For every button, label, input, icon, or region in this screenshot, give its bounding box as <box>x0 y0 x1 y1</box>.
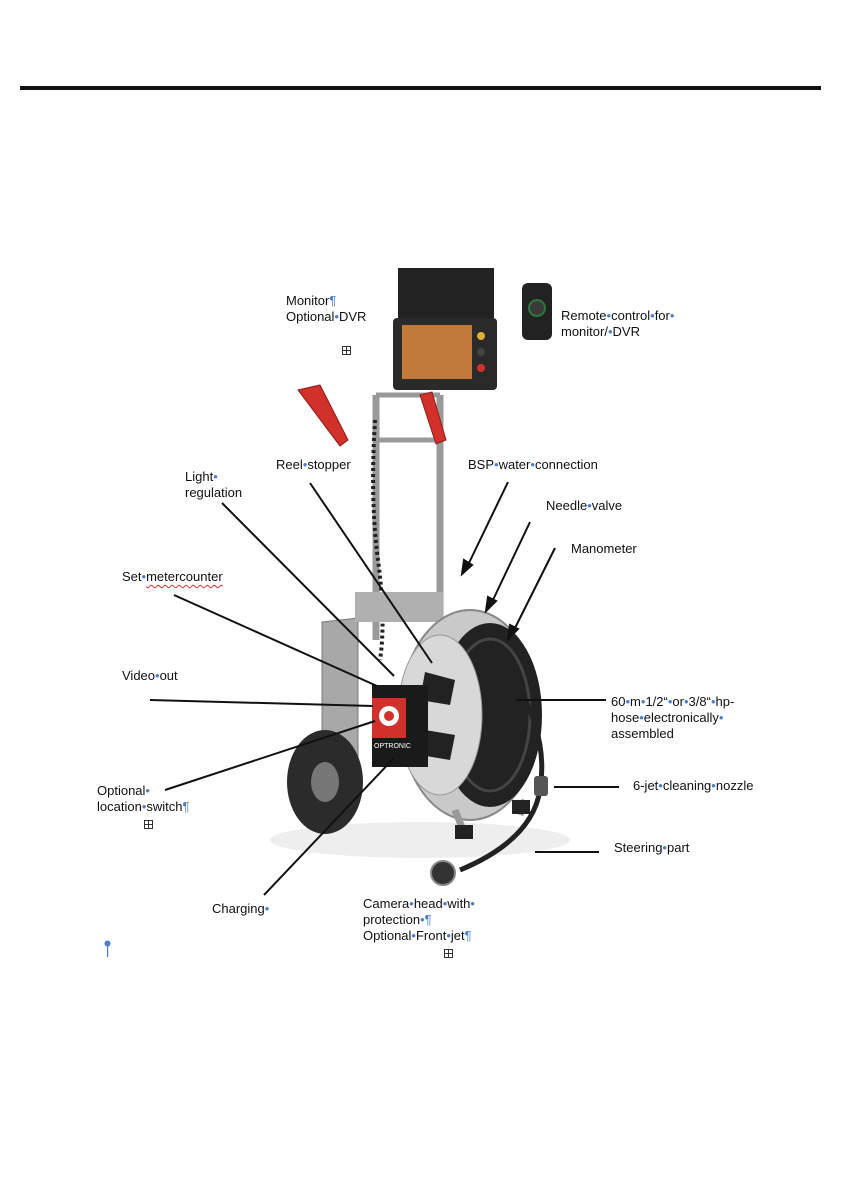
label-manometer: Manometer <box>571 541 637 556</box>
expand-icon[interactable] <box>144 820 153 829</box>
label-set-metercounter: Set•metercounter <box>122 569 223 584</box>
expand-icon[interactable] <box>342 346 351 355</box>
coiled-cable <box>371 419 385 661</box>
expand-icon[interactable] <box>444 949 453 958</box>
right-grip <box>419 391 447 445</box>
label-monitor: Monitor¶ Optional•DVR <box>286 293 367 324</box>
label-reel-stopper: Reel•stopper <box>276 457 351 472</box>
label-remote: Remote•control•for• monitor/•DVR <box>561 308 675 339</box>
brand-text: OPTRONIC <box>374 743 411 750</box>
label-optional-switch: Optional• location•switch¶ <box>97 783 190 814</box>
label-steering-part: Steering•part <box>614 840 690 855</box>
label-video-out: Video•out <box>122 668 178 683</box>
nozzle-fitting <box>534 776 548 796</box>
leader-lines <box>149 481 619 896</box>
left-grip <box>297 384 349 447</box>
camera-head <box>430 860 456 886</box>
label-needle-valve: Needle•valve <box>546 498 623 513</box>
label-camera-head: Camera•head•with• protection•¶ Optional•… <box>363 896 475 943</box>
counter-bracket <box>355 592 443 622</box>
monitor-screen <box>402 325 472 379</box>
label-charging: Charging• <box>212 901 270 916</box>
label-bsp-connection: BSP•water•connection <box>468 457 598 472</box>
header-rule <box>20 86 821 90</box>
label-light-regulation: Light• regulation <box>185 469 243 500</box>
label-cleaning-nozzle: 6-jet•cleaning•nozzle <box>633 778 754 793</box>
monitor-hood <box>398 268 494 318</box>
label-hose: 60•m•1/2“•or•3/8“•hp- hose•electronicall… <box>611 694 735 741</box>
anchor-pin-icon <box>104 940 111 957</box>
